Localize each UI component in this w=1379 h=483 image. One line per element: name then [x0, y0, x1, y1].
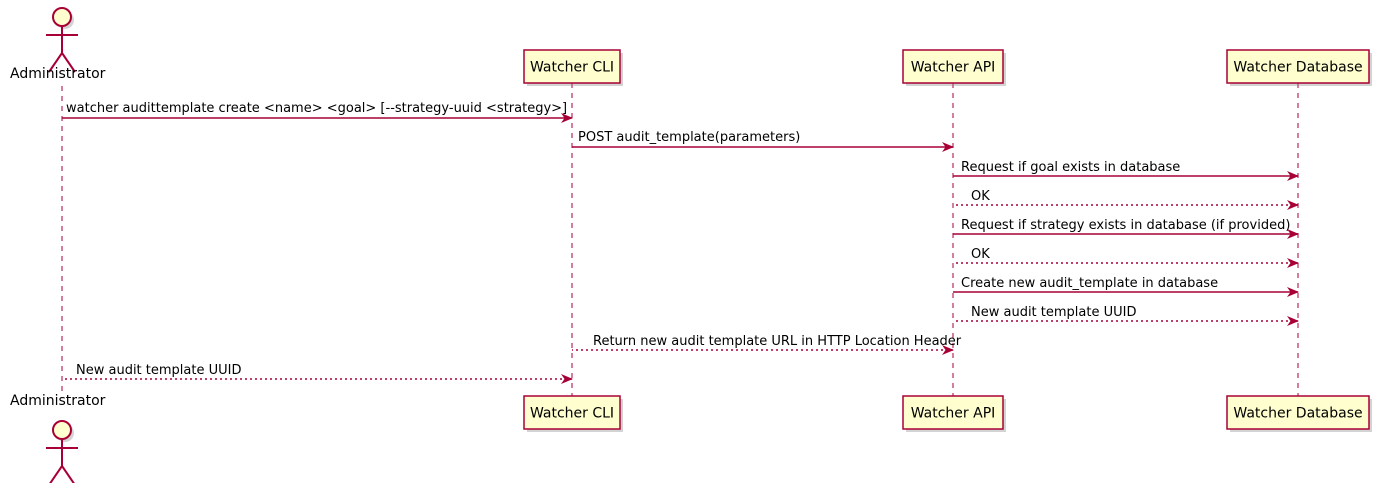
- actor-administrator-top[interactable]: [46, 7, 78, 73]
- message-label-8: New audit template UUID: [971, 305, 1136, 320]
- message-label-4: OK: [971, 189, 990, 204]
- actor-leg-left: [48, 52, 63, 73]
- participant-label-watcher-cli: Watcher CLI: [530, 406, 614, 422]
- box-rect: [523, 395, 621, 430]
- participant-box-watcher-database-bottom[interactable]: Watcher Database: [1226, 395, 1372, 432]
- participant-label-watcher-database: Watcher Database: [1233, 60, 1362, 76]
- message-4[interactable]: OK: [953, 189, 1299, 210]
- message-label-2: POST audit_template(parameters): [578, 130, 800, 145]
- actor-label-administrator: Administrator: [10, 66, 106, 82]
- box-rect: [902, 49, 1004, 84]
- participant-label-watcher-database: Watcher Database: [1233, 406, 1362, 422]
- message-label-6: OK: [971, 247, 990, 262]
- actor-head-icon: [52, 420, 72, 440]
- messages-layer: watcher audittemplate create <name> <goa…: [62, 101, 1299, 384]
- box-rect: [902, 395, 1004, 430]
- message-label-10: New audit template UUID: [76, 363, 241, 378]
- actor-leg-left: [49, 465, 63, 483]
- message-8[interactable]: New audit template UUID: [953, 305, 1299, 326]
- participant-box-watcher-api-bottom[interactable]: Watcher API: [902, 395, 1006, 432]
- participant-label-watcher-cli: Watcher CLI: [530, 60, 614, 76]
- message-label-9: Return new audit template URL in HTTP Lo…: [593, 334, 962, 349]
- message-3[interactable]: Request if goal exists in database: [953, 160, 1299, 181]
- actor-administrator-bottom[interactable]: [46, 420, 78, 483]
- message-2[interactable]: POST audit_template(parameters): [572, 130, 954, 152]
- lifelines-layer: [61, 83, 1299, 396]
- box-rect: [523, 49, 621, 84]
- message-5[interactable]: Request if strategy exists in database (…: [953, 218, 1299, 239]
- participant-label-watcher-api: Watcher API: [911, 406, 996, 422]
- message-1[interactable]: watcher audittemplate create <name> <goa…: [62, 101, 573, 123]
- actor-label-administrator: Administrator: [10, 393, 106, 409]
- message-10[interactable]: New audit template UUID: [62, 363, 573, 384]
- participant-box-watcher-database-top[interactable]: Watcher Database: [1226, 49, 1372, 86]
- participant-box-watcher-api-top[interactable]: Watcher API: [902, 49, 1006, 86]
- box-rect: [1226, 395, 1370, 430]
- actor-leg-right: [61, 465, 75, 483]
- message-6[interactable]: OK: [953, 247, 1299, 268]
- box-rect: [1226, 49, 1370, 84]
- message-label-7: Create new audit_template in database: [961, 276, 1218, 291]
- participant-box-watcher-cli-bottom[interactable]: Watcher CLI: [523, 395, 623, 432]
- message-7[interactable]: Create new audit_template in database: [953, 276, 1299, 297]
- participant-box-watcher-cli-top[interactable]: Watcher CLI: [523, 49, 623, 86]
- actor-leg-right: [61, 52, 76, 73]
- message-9[interactable]: Return new audit template URL in HTTP Lo…: [572, 334, 962, 355]
- message-label-1: watcher audittemplate create <name> <goa…: [66, 101, 567, 116]
- message-label-5: Request if strategy exists in database (…: [961, 218, 1290, 233]
- message-label-3: Request if goal exists in database: [961, 160, 1180, 175]
- actor-head-icon: [52, 7, 72, 27]
- participant-label-watcher-api: Watcher API: [911, 60, 996, 76]
